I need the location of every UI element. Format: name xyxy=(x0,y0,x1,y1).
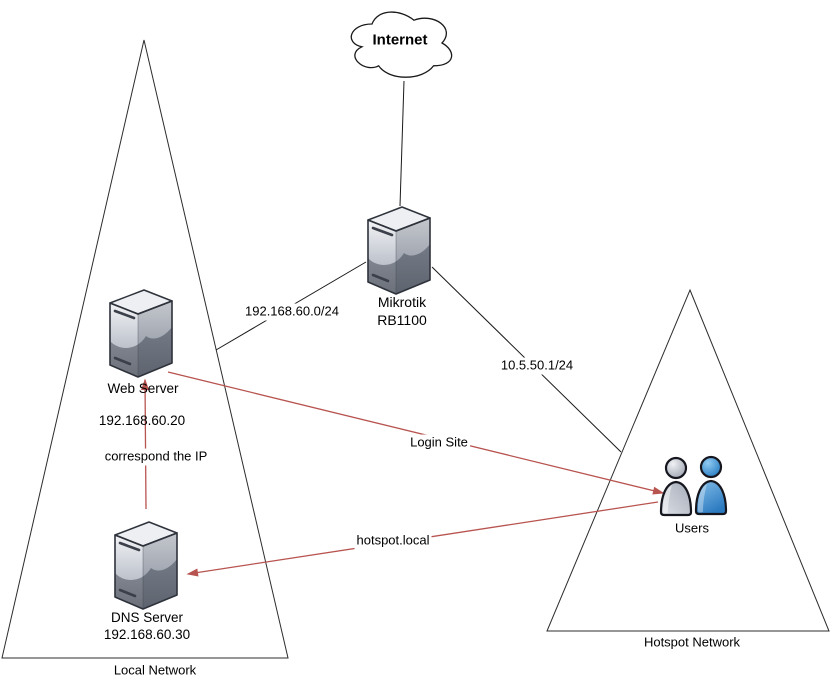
users-icon xyxy=(659,455,728,517)
dns-server-label-block: DNS Server 192.168.60.30 xyxy=(104,609,190,643)
arrow-login-site xyxy=(167,371,665,495)
arrow-correspond-ip xyxy=(141,378,150,510)
internet-cloud xyxy=(350,11,453,78)
hotspot-local-label: hotspot.local xyxy=(354,532,432,550)
link-internet-router xyxy=(399,80,405,207)
correspond-ip-label: correspond the IP xyxy=(102,448,210,466)
login-site-label: Login Site xyxy=(408,434,470,452)
web-server-label: Web Server xyxy=(107,381,179,397)
router-icon xyxy=(366,205,432,296)
hotspot-network-label: Hotspot Network xyxy=(643,634,741,650)
web-server-icon xyxy=(108,288,174,379)
router-label: Mikrotik RB1100 xyxy=(375,293,429,329)
router-name: Mikrotik xyxy=(377,294,427,310)
users-label: Users xyxy=(675,520,709,536)
local-network-label: Local Network xyxy=(113,662,197,678)
lan-subnet-label: 192.168.60.0/24 xyxy=(243,303,341,321)
web-server-ip: 192.168.60.20 xyxy=(98,413,186,429)
dns-server-ip: 192.168.60.30 xyxy=(103,627,191,642)
user-blue-icon xyxy=(694,455,728,516)
router-model: RB1100 xyxy=(377,312,427,328)
dns-server-icon xyxy=(113,520,179,611)
hotspot-network-zone xyxy=(546,288,830,632)
dns-server-label: DNS Server xyxy=(110,610,183,625)
user-gray-icon xyxy=(659,456,693,517)
hotspot-subnet-label: 10.5.50.1/24 xyxy=(498,357,576,375)
internet-label: Internet xyxy=(372,31,428,49)
